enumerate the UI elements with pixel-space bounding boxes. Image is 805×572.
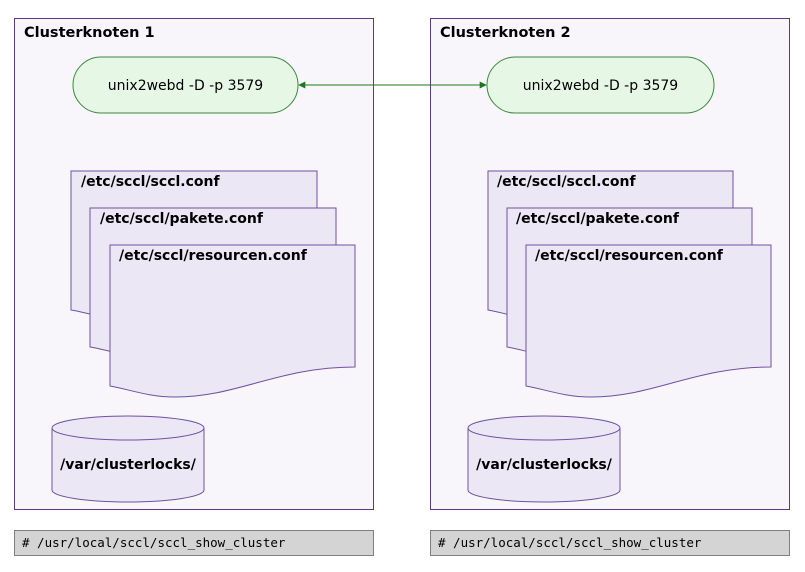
cluster-node-2-title: Clusterknoten 2 (440, 25, 571, 41)
config-file-2-3 (525, 244, 772, 398)
cluster-node-1: Clusterknoten 1 unix2webd -D -p 3579 /et… (14, 18, 374, 510)
storage-cylinder-2: /var/clusterlocks/ (467, 415, 621, 503)
storage-label-2: /var/clusterlocks/ (476, 457, 613, 473)
cluster-node-1-title: Clusterknoten 1 (24, 25, 155, 41)
config-file-label-2-3: /etc/sccl/resourcen.conf (535, 248, 724, 264)
config-file-label-1-2: /etc/sccl/pakete.conf (100, 211, 264, 227)
command-text-2: # /usr/local/sccl/sccl_show_cluster (438, 535, 702, 550)
command-text-1: # /usr/local/sccl/sccl_show_cluster (22, 535, 286, 550)
config-files-1: /etc/sccl/sccl.conf /etc/sccl/pakete.con… (70, 170, 356, 398)
config-file-label-1-1: /etc/sccl/sccl.conf (81, 174, 220, 190)
storage-cylinder-1: /var/clusterlocks/ (51, 415, 205, 503)
process-label-2: unix2webd -D -p 3579 (523, 78, 678, 94)
command-bar-2: # /usr/local/sccl/sccl_show_cluster (430, 530, 790, 556)
config-files-2: /etc/sccl/sccl.conf /etc/sccl/pakete.con… (487, 170, 772, 398)
command-bar-1: # /usr/local/sccl/sccl_show_cluster (14, 530, 374, 556)
process-label-1: unix2webd -D -p 3579 (108, 78, 263, 94)
storage-label-1: /var/clusterlocks/ (60, 457, 197, 473)
process-node-1: unix2webd -D -p 3579 (72, 56, 299, 114)
config-file-label-1-3: /etc/sccl/resourcen.conf (119, 248, 308, 264)
config-file-label-2-2: /etc/sccl/pakete.conf (516, 211, 680, 227)
cluster-node-2: Clusterknoten 2 unix2webd -D -p 3579 /et… (430, 18, 790, 510)
config-file-label-2-1: /etc/sccl/sccl.conf (497, 174, 636, 190)
config-file-1-3 (109, 244, 356, 398)
process-node-2: unix2webd -D -p 3579 (486, 56, 715, 114)
